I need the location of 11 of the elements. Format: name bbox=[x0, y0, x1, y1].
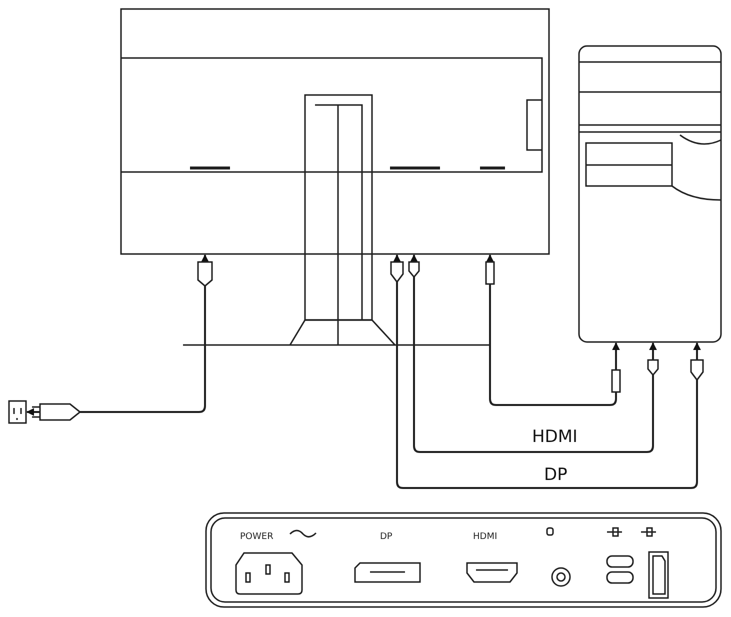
computer-tower-drawing bbox=[578, 45, 722, 343]
cable-line bbox=[410, 254, 657, 453]
cable-line bbox=[486, 254, 620, 406]
port-label: POWER bbox=[240, 532, 274, 542]
wall-outlet-drawing bbox=[8, 400, 27, 424]
monitor-drawing bbox=[120, 8, 550, 255]
cable-line bbox=[26, 254, 209, 416]
port-panel bbox=[205, 512, 722, 608]
port-label: DP bbox=[380, 532, 392, 542]
cable-line bbox=[393, 254, 701, 489]
port-label: HDMI bbox=[473, 532, 498, 542]
